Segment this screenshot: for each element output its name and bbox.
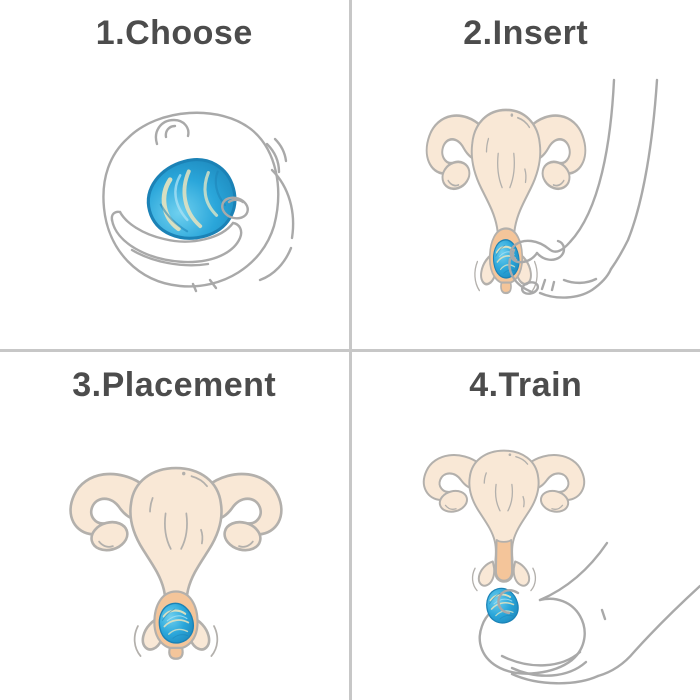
- step-title-placement: 3.Placement: [72, 365, 277, 404]
- panel-train: 4.Train: [351, 351, 700, 700]
- uterus-diagram-with-egg: [426, 110, 585, 293]
- step-title-choose: 1.Choose: [95, 14, 253, 52]
- hand-back-outline: [102, 111, 295, 288]
- insert-art: [352, 0, 700, 349]
- hand-holding-egg: [102, 111, 295, 293]
- reaching-hand: [507, 78, 658, 299]
- uterus-and-hand-illustration: [352, 78, 658, 299]
- panel-placement: 3.Placement: [0, 351, 349, 700]
- catching-hand: [478, 541, 700, 684]
- step-title-train: 4.Train: [469, 365, 583, 404]
- panel-choose: 1.Choose: [0, 0, 349, 349]
- train-art: [352, 352, 700, 700]
- uterus-diagram-with-egg: [71, 468, 282, 659]
- choose-art: [0, 0, 349, 349]
- thumbnail: [520, 281, 539, 295]
- hand-front-outline: [496, 588, 606, 620]
- panel-insert: 2.Insert: [351, 0, 700, 349]
- hand-holding-egg-illustration: [102, 111, 295, 293]
- uterus-diagram-open-canal: [423, 450, 583, 590]
- step-title-insert: 2.Insert: [463, 14, 589, 52]
- hand-back-outline: [478, 541, 700, 684]
- accent-curve: [265, 142, 281, 174]
- uterus-train-illustration: [352, 352, 700, 684]
- hand-front-outline: [110, 137, 288, 293]
